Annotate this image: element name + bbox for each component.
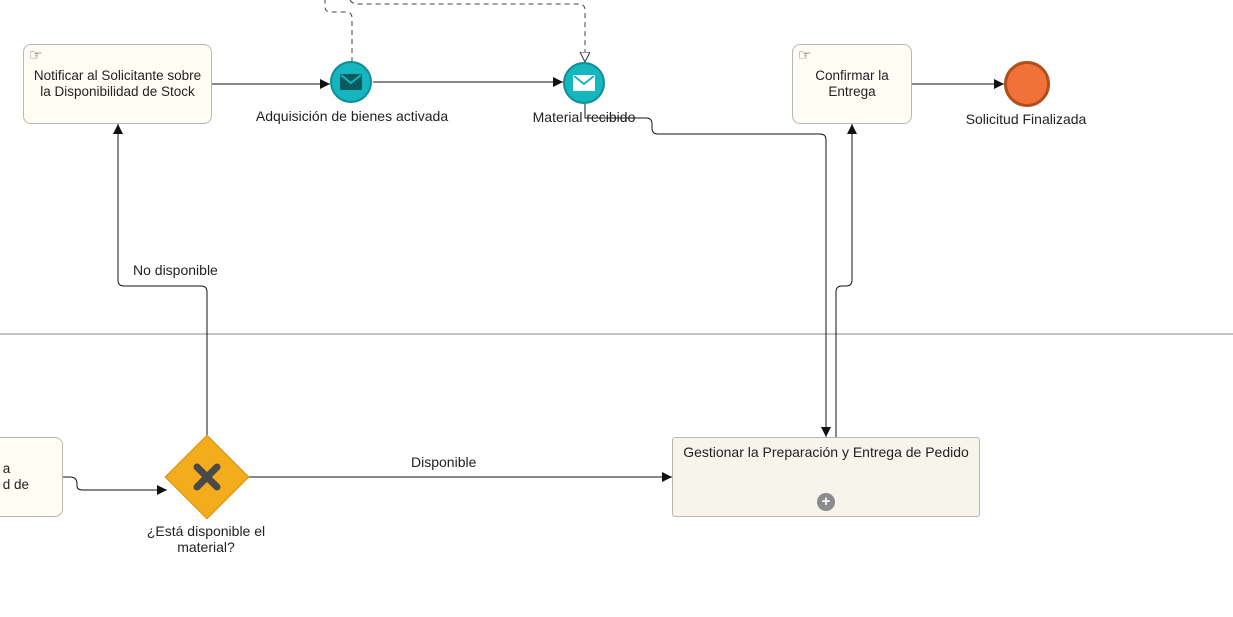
- expand-plus-icon[interactable]: +: [817, 493, 835, 511]
- flow-label-no: No disponible: [133, 262, 218, 278]
- task-notify-requester[interactable]: ☞ Notificar al Solicitante sobre la Disp…: [23, 44, 212, 124]
- task-partial-left[interactable]: a d de: [0, 437, 63, 517]
- flow-subprocess-to-confirm: [835, 124, 857, 437]
- flow-label-yes: Disponible: [411, 454, 477, 470]
- task-notify-label: Notificar al Solicitante sobre la Dispon…: [33, 68, 202, 99]
- task-confirm-delivery[interactable]: ☞ Confirmar la Entrega: [792, 44, 912, 124]
- gateway-label-line2: material?: [177, 539, 235, 555]
- task-partial-label: a d de: [3, 461, 29, 493]
- envelope-icon: [340, 74, 362, 90]
- end-event-label: Solicitud Finalizada: [965, 111, 1087, 127]
- flow-left-task-to-gateway: [63, 476, 167, 495]
- message-event-acquisition-label: Adquisición de bienes activada: [255, 108, 449, 124]
- gateway-label: ¿Está disponible el material?: [126, 523, 286, 555]
- end-event[interactable]: [1004, 61, 1050, 107]
- flow-gateway-no: [113, 124, 208, 437]
- x-icon: [193, 463, 221, 491]
- subprocess-label: Gestionar la Preparación y Entrega de Pe…: [683, 444, 969, 460]
- message-flow-1: [324, 0, 353, 62]
- task-partial-line1: a: [2, 461, 11, 476]
- envelope-icon: [573, 75, 595, 91]
- message-event-received-label: Material recibido: [532, 109, 636, 125]
- subprocess-prepare-deliver[interactable]: Gestionar la Preparación y Entrega de Pe…: [672, 437, 980, 517]
- message-event-received[interactable]: [563, 62, 605, 104]
- gateway-label-line1: ¿Está disponible el: [146, 523, 266, 539]
- hand-pointer-icon: ☞: [29, 47, 43, 64]
- message-event-acquisition[interactable]: [330, 61, 372, 103]
- hand-pointer-icon: ☞: [798, 47, 812, 64]
- message-flow-2: [349, 0, 585, 62]
- task-partial-line2: d de: [2, 477, 29, 492]
- task-confirm-label: Confirmar la Entrega: [815, 68, 889, 99]
- flow-msg2-to-subprocess: [584, 104, 831, 437]
